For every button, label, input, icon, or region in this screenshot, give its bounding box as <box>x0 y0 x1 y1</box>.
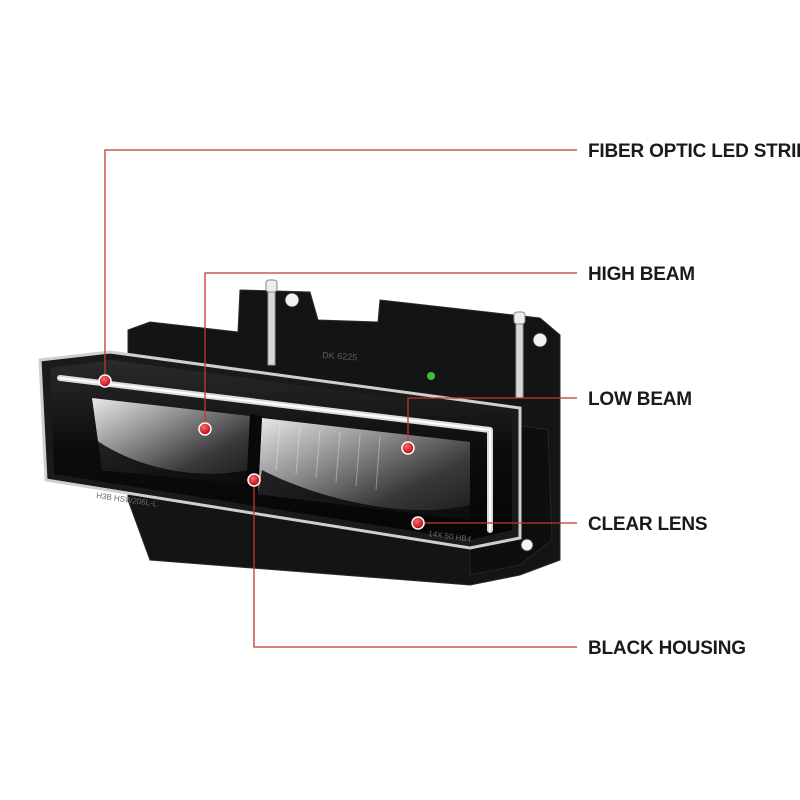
mount-hole-2 <box>532 332 548 348</box>
callout-dots <box>98 374 425 530</box>
callout-labels: FIBER OPTIC LED STRIP HIGH BEAM LOW BEAM… <box>588 141 800 659</box>
mount-hole-1 <box>284 292 300 308</box>
callout-dot-clear-lens <box>411 516 425 530</box>
mount-hole-3 <box>520 538 534 552</box>
headlight-assembly: DK 6225 H3B HSW206L-L 14X 50 HB4 <box>38 279 561 586</box>
housing-code-text: DK 6225 <box>322 350 358 362</box>
label-fiber-optic-led-strip: FIBER OPTIC LED STRIP <box>588 141 800 162</box>
label-clear-lens: CLEAR LENS <box>588 514 707 535</box>
callout-line-black-housing <box>253 480 577 648</box>
adjuster-pin-left-cap <box>265 279 278 293</box>
green-indicator <box>427 372 435 380</box>
label-low-beam: LOW BEAM <box>588 389 692 410</box>
high-beam-reflector-shade <box>96 440 248 484</box>
callout-dot-black-housing <box>247 473 261 487</box>
label-high-beam: HIGH BEAM <box>588 264 695 285</box>
callout-line-high-beam <box>204 272 577 429</box>
label-black-housing: BLACK HOUSING <box>588 638 746 659</box>
adjuster-pin-right <box>515 317 524 399</box>
callout-dot-fiber-optic-led-strip <box>98 374 112 388</box>
callout-dot-low-beam <box>401 441 415 455</box>
low-beam-reflector-shade <box>258 470 470 520</box>
callout-line-low-beam <box>407 397 577 448</box>
callout-line-fiber-optic-led-strip <box>104 149 577 380</box>
reflector-flutes <box>275 424 381 491</box>
callout-lines <box>104 149 577 648</box>
adjuster-pin-left <box>267 284 276 366</box>
adjuster-pin-right-cap <box>513 311 526 325</box>
fiber-optic-strip-glow <box>59 377 491 531</box>
callout-dot-high-beam <box>198 422 212 436</box>
